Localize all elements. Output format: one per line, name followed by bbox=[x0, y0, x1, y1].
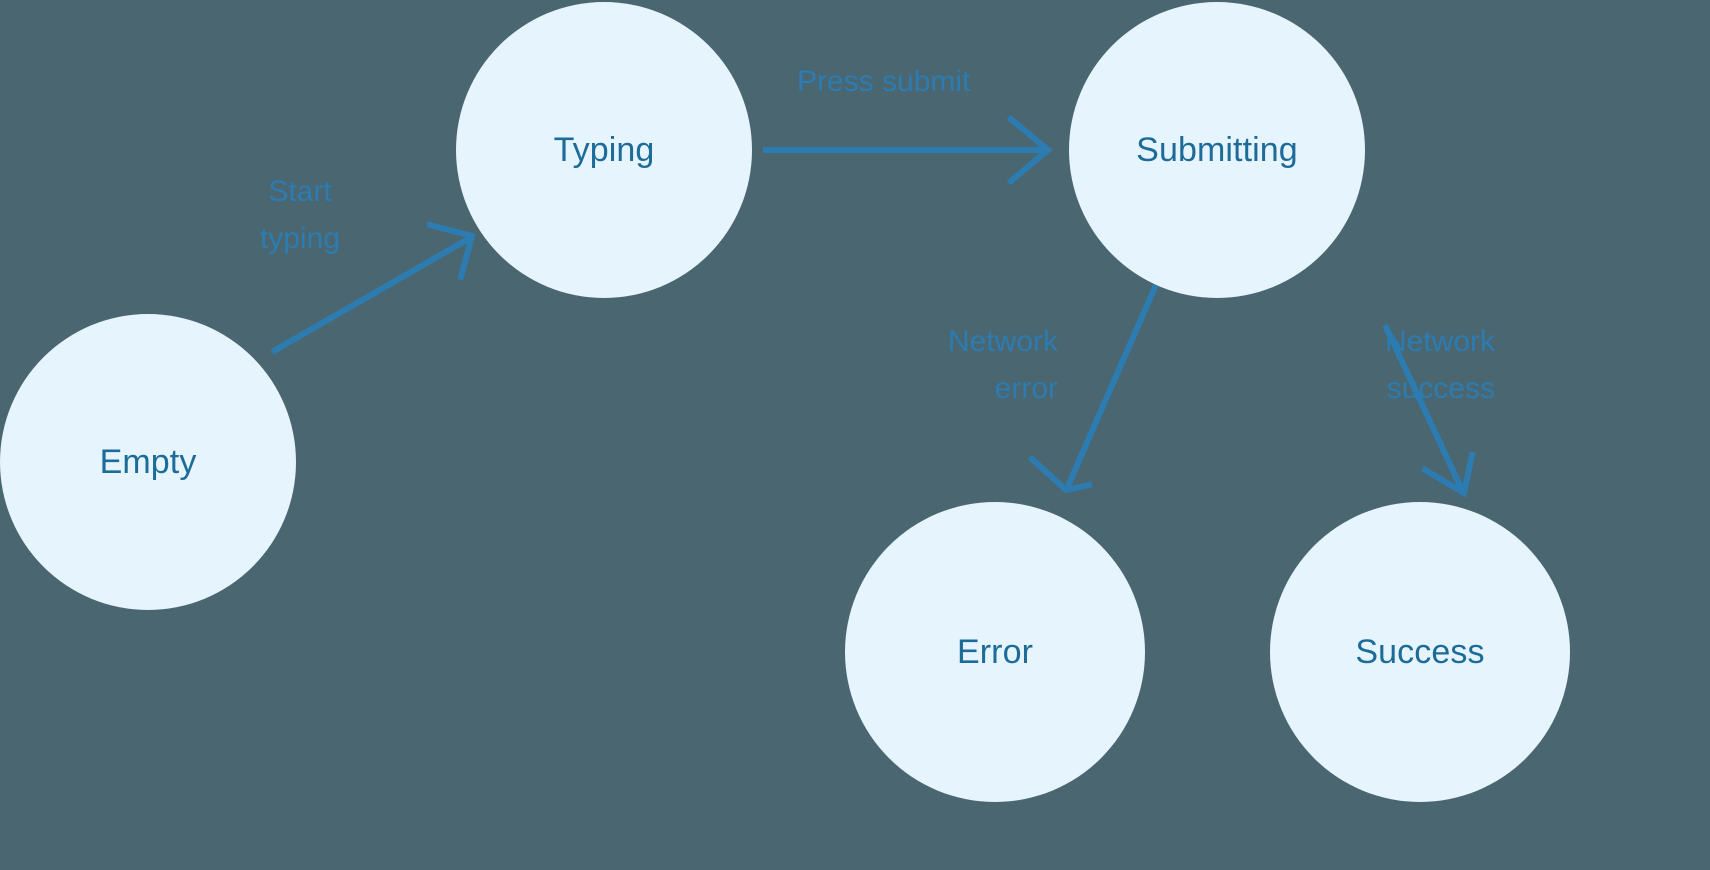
state-node-error-label: Error bbox=[956, 633, 1034, 671]
state-node-empty-label: Empty bbox=[99, 443, 197, 481]
state-node-error[interactable]: Error bbox=[845, 502, 1145, 802]
state-node-submitting[interactable]: Submitting bbox=[1069, 2, 1365, 298]
state-node-typing[interactable]: Typing bbox=[456, 2, 752, 298]
edge-press-submit bbox=[763, 114, 1053, 186]
state-node-success[interactable]: Success bbox=[1270, 502, 1570, 802]
edge-network-success bbox=[1382, 323, 1476, 498]
edge-start-typing bbox=[270, 221, 476, 355]
state-node-success-label: Success bbox=[1355, 633, 1485, 671]
state-node-typing-label: Typing bbox=[553, 131, 655, 169]
state-node-submitting-label: Submitting bbox=[1136, 131, 1298, 169]
edge-network-error bbox=[1027, 283, 1159, 494]
state-node-empty[interactable]: Empty bbox=[0, 314, 296, 610]
